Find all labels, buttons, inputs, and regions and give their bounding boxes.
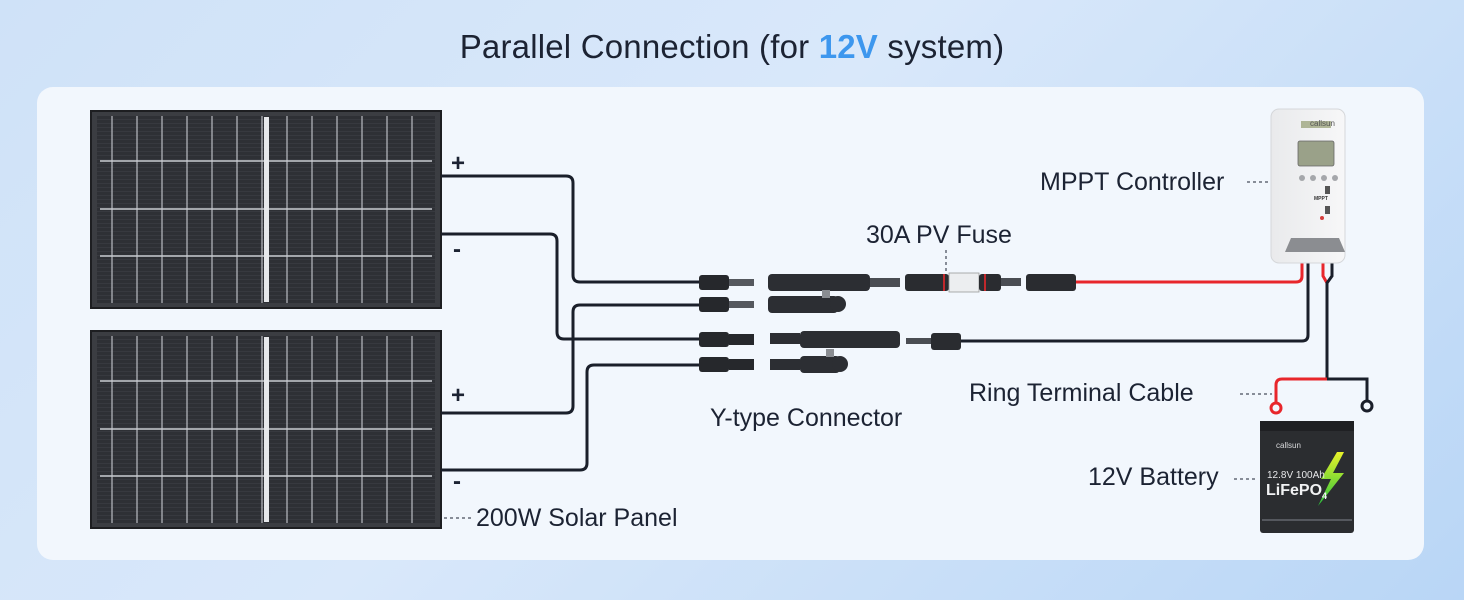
battery-brand: callsun <box>1276 441 1301 450</box>
wire-panel1-positive <box>441 174 700 284</box>
solar-panel-2 <box>90 330 442 529</box>
wire-pv-negative <box>961 262 1310 343</box>
wire-panel2-neg-route <box>441 232 700 341</box>
mc4-connectors <box>699 275 754 372</box>
solar-panel-label: 200W Solar Panel <box>476 504 678 532</box>
mppt-controller <box>1270 108 1346 264</box>
battery-spec: 12.8V 100Ah <box>1267 470 1325 481</box>
y-connector-negative <box>770 331 900 373</box>
y-connector-positive <box>768 274 900 313</box>
battery <box>1260 421 1354 533</box>
mc4-positive-out <box>1026 274 1076 291</box>
ring-terminal-positive <box>1269 401 1283 415</box>
battery-label: 12V Battery <box>1088 463 1219 491</box>
controller-brand: callsun <box>1310 119 1335 128</box>
pv-fuse <box>905 272 1021 293</box>
wire-battery-positive <box>1274 377 1327 402</box>
mc4-negative-pin <box>906 338 931 344</box>
panel-wires <box>441 174 700 472</box>
y-connector-label: Y-type Connector <box>710 404 903 432</box>
wire-panel2-negative <box>441 363 700 472</box>
panel2-positive-sign: + <box>451 382 466 409</box>
panel2-negative-sign: - <box>453 468 461 495</box>
ring-cable-label: Ring Terminal Cable <box>969 379 1194 407</box>
solar-panel-1 <box>90 110 442 309</box>
controller-model: MPPT <box>1314 196 1328 202</box>
panel1-positive-sign: + <box>451 150 466 177</box>
wire-panel2-positive <box>441 303 700 415</box>
voltage-highlight: 12V <box>818 28 879 65</box>
wire-battery-negative <box>1325 262 1369 400</box>
fuse-label: 30A PV Fuse <box>866 221 1012 249</box>
controller-label: MPPT Controller <box>1040 168 1225 196</box>
ring-terminal-negative <box>1360 399 1374 413</box>
battery-chemistry: LiFePO4 <box>1266 482 1328 502</box>
panel1-negative-sign: - <box>453 236 461 263</box>
page-title: Parallel Connection (for 12V system) <box>459 28 1005 65</box>
mc4-negative-out <box>931 333 961 350</box>
wire-pv-positive <box>1076 262 1304 284</box>
